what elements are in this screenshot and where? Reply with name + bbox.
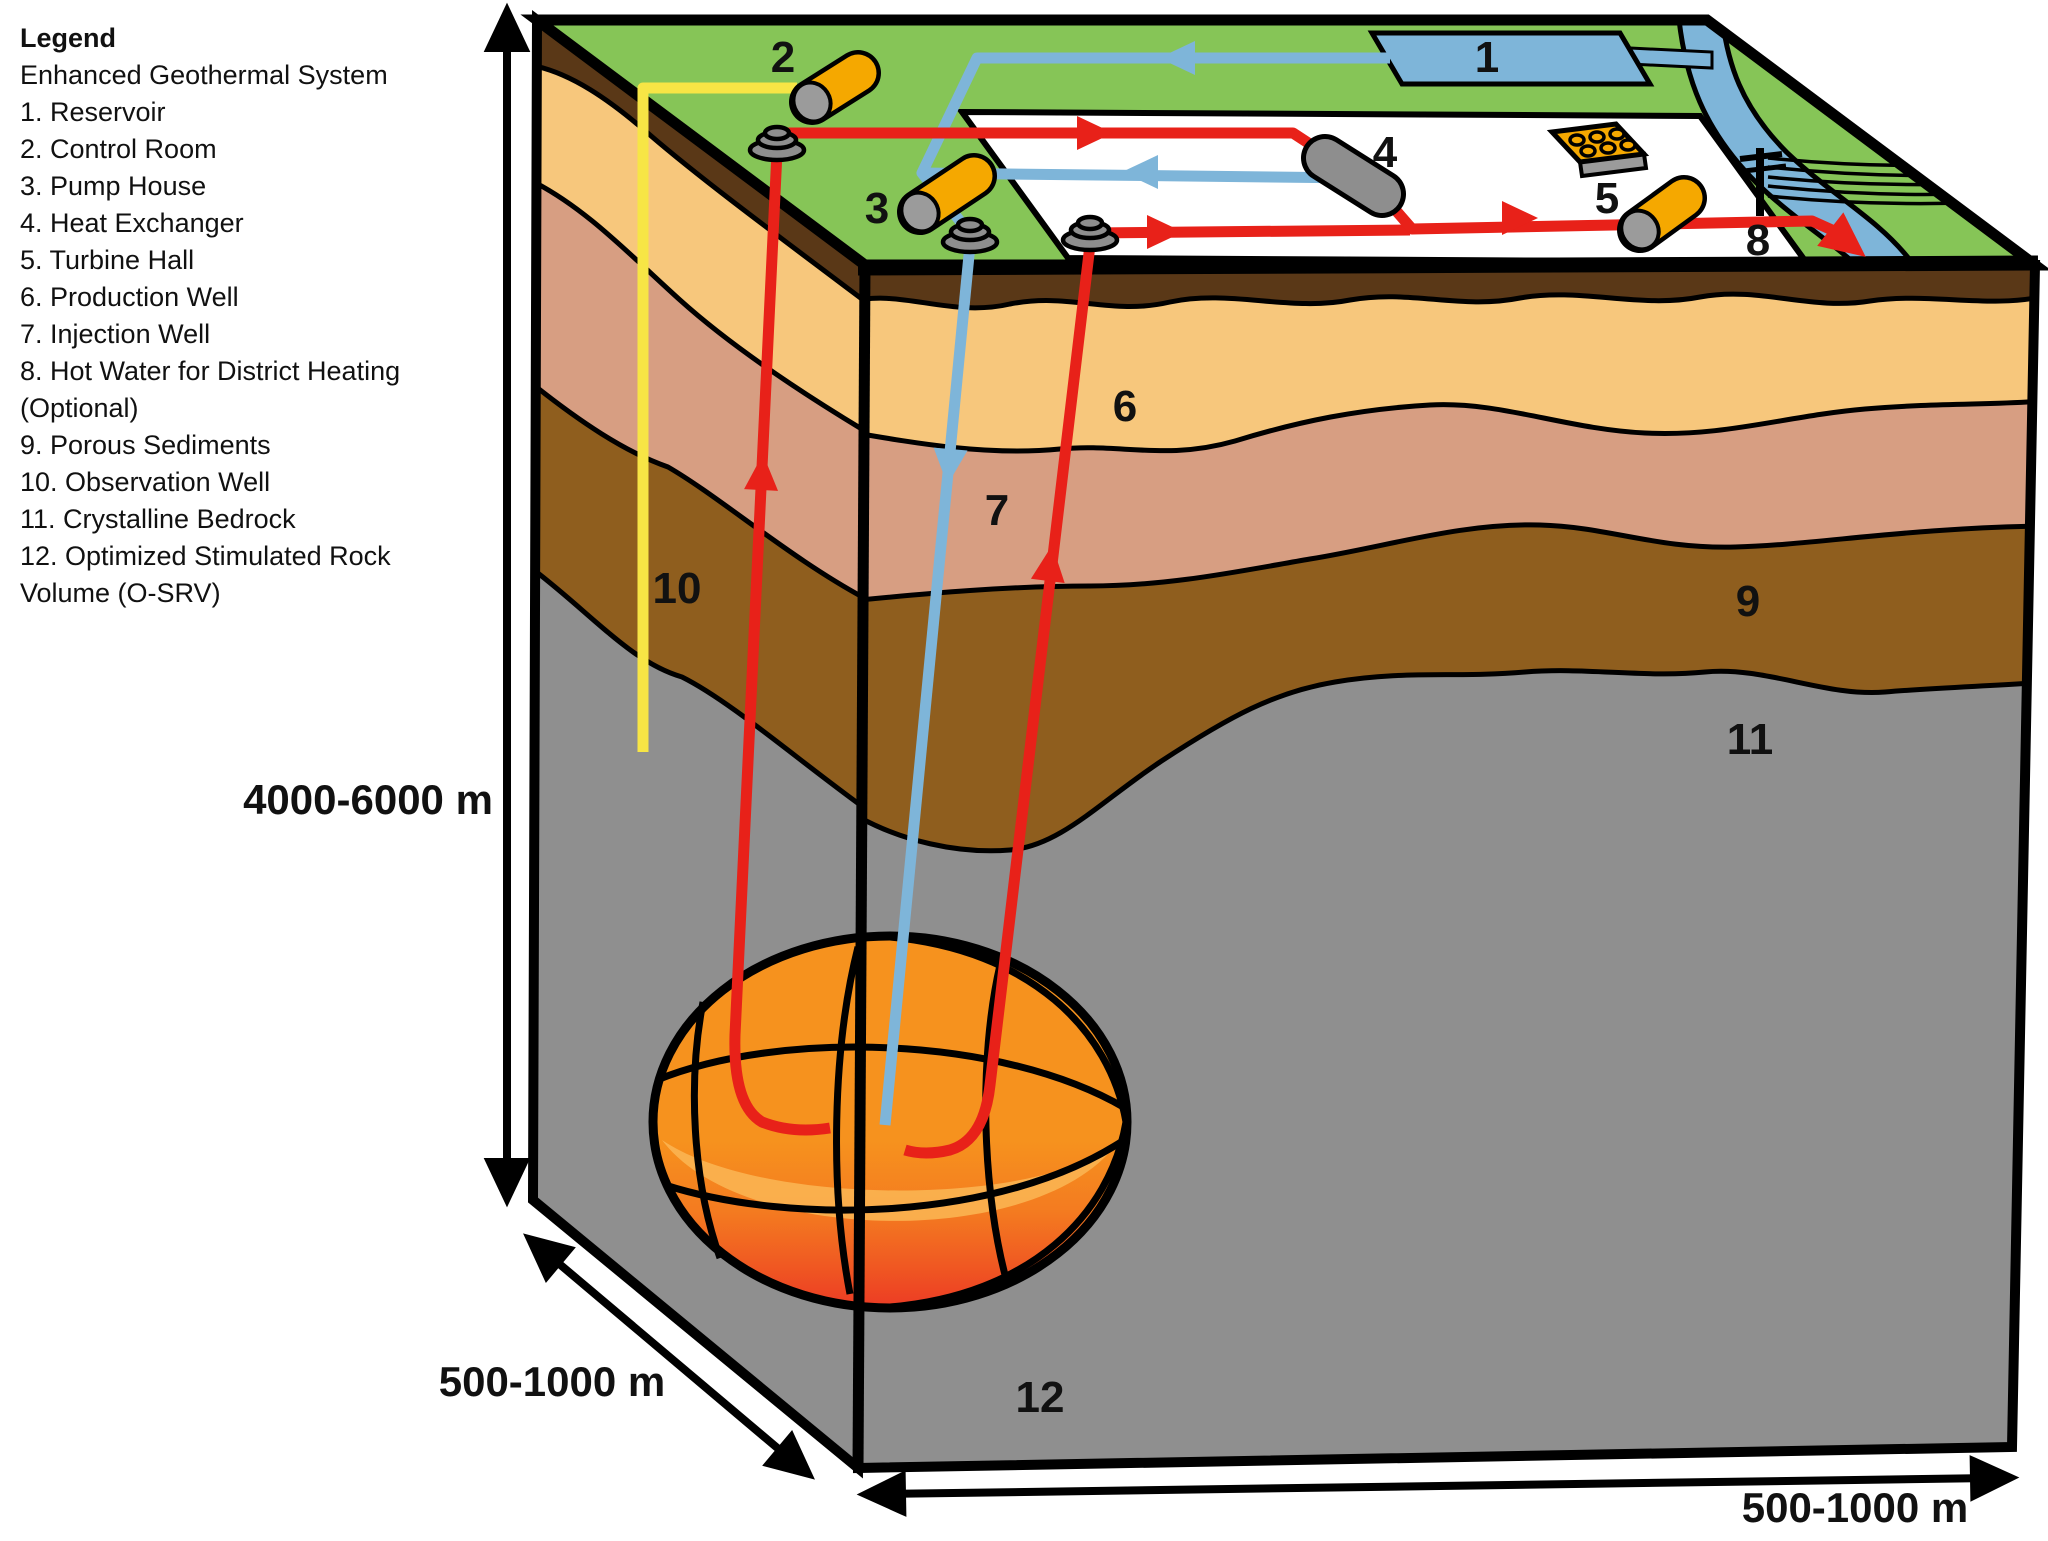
turbine-hall-building xyxy=(1617,175,1707,253)
label-pump-house: 3 xyxy=(865,184,889,233)
building-end-wall xyxy=(791,80,833,124)
panel-vents xyxy=(1568,127,1637,158)
label-porous-sediments: 9 xyxy=(1736,577,1760,626)
legend-item-porous-sediments: 9. Porous Sediments xyxy=(20,430,271,460)
legend-item-injection-well: 7. Injection Well xyxy=(20,319,211,349)
side-dimension-label: 500-1000 m xyxy=(439,1358,666,1405)
reservoir-pond xyxy=(1367,30,1655,87)
label-reservoir: 1 xyxy=(1475,33,1499,82)
production-pipe-b xyxy=(1091,224,1411,239)
label-crystalline-bedrock: 11 xyxy=(1727,715,1774,764)
legend-item-reservoir: 1. Reservoir xyxy=(20,97,166,127)
observation-well-pipe xyxy=(637,82,797,752)
legend-item-turbine-hall: 5. Turbine Hall xyxy=(20,245,195,275)
label-osrv: 12 xyxy=(1016,1373,1065,1422)
corner-edge xyxy=(852,264,871,1469)
front-face-strata xyxy=(858,265,2035,1468)
cooling-panel xyxy=(1546,121,1650,179)
legend-item-district-heating: 8. Hot Water for District Heating (Optio… xyxy=(20,356,401,423)
reservoir-channel xyxy=(1628,46,1714,70)
legend-title: Legend xyxy=(20,23,117,53)
front-layer-bedrock xyxy=(858,670,2035,1468)
callout-labels: 1 2 3 4 5 6 7 8 9 10 11 12 xyxy=(653,33,1774,1422)
hot-water-pipes xyxy=(729,127,1835,1159)
production-well-a xyxy=(729,151,831,1136)
label-district-heating: 8 xyxy=(1746,216,1770,265)
production-well-b xyxy=(903,244,1096,1159)
surface-front-edge xyxy=(857,255,2039,276)
front-dimension-label: 500-1000 m xyxy=(1742,1484,1969,1531)
front-strata-boundaries xyxy=(858,291,2035,854)
legend-item-heat-exchanger: 4. Heat Exchanger xyxy=(20,208,244,238)
legend-item-production-well: 6. Production Well xyxy=(20,282,239,312)
block-outline xyxy=(520,10,2048,1479)
depth-dimension-arrow xyxy=(490,12,524,1198)
pump-house-building xyxy=(897,153,997,235)
left-strata-boundaries xyxy=(533,62,865,815)
label-injection-well: 7 xyxy=(985,486,1009,535)
legend-subtitle: Enhanced Geothermal System xyxy=(20,60,388,90)
control-room-building xyxy=(789,50,881,125)
legend-item-osrv: 12. Optimized Stimulated Rock Volume (O-… xyxy=(20,541,391,608)
district-heating-pipe xyxy=(1380,194,1835,236)
label-turbine-hall: 5 xyxy=(1595,174,1619,223)
depth-dimension-label: 4000-6000 m xyxy=(243,776,493,823)
injection-well-pipe xyxy=(879,244,976,1126)
osrv-outline xyxy=(648,931,1132,1313)
label-heat-exchanger: 4 xyxy=(1373,128,1398,177)
legend-item-observation-well: 10. Observation Well xyxy=(20,467,271,497)
label-control-room: 2 xyxy=(771,33,795,82)
front-dimension-arrow xyxy=(866,1461,2011,1512)
osrv-grid xyxy=(655,933,1130,1311)
legend-item-crystalline-bedrock: 11. Crystalline Bedrock xyxy=(20,504,296,534)
legend-item-control-room: 2. Control Room xyxy=(20,134,217,164)
building-end-wall xyxy=(1619,208,1661,252)
legend: Legend Enhanced Geothermal System 1. Res… xyxy=(20,20,444,612)
heat-exchanger-unit xyxy=(1301,134,1406,218)
legend-item-pump-house: 3. Pump House xyxy=(20,171,207,201)
building-end-wall xyxy=(899,190,941,234)
label-production-well: 6 xyxy=(1113,382,1137,431)
label-observation-well: 10 xyxy=(653,564,702,613)
osrv-highlight xyxy=(662,1140,1118,1221)
dimension-annotations: 4000-6000 m 500-1000 m 500-1000 m xyxy=(243,12,2010,1531)
side-dimension-arrow xyxy=(519,1226,818,1486)
